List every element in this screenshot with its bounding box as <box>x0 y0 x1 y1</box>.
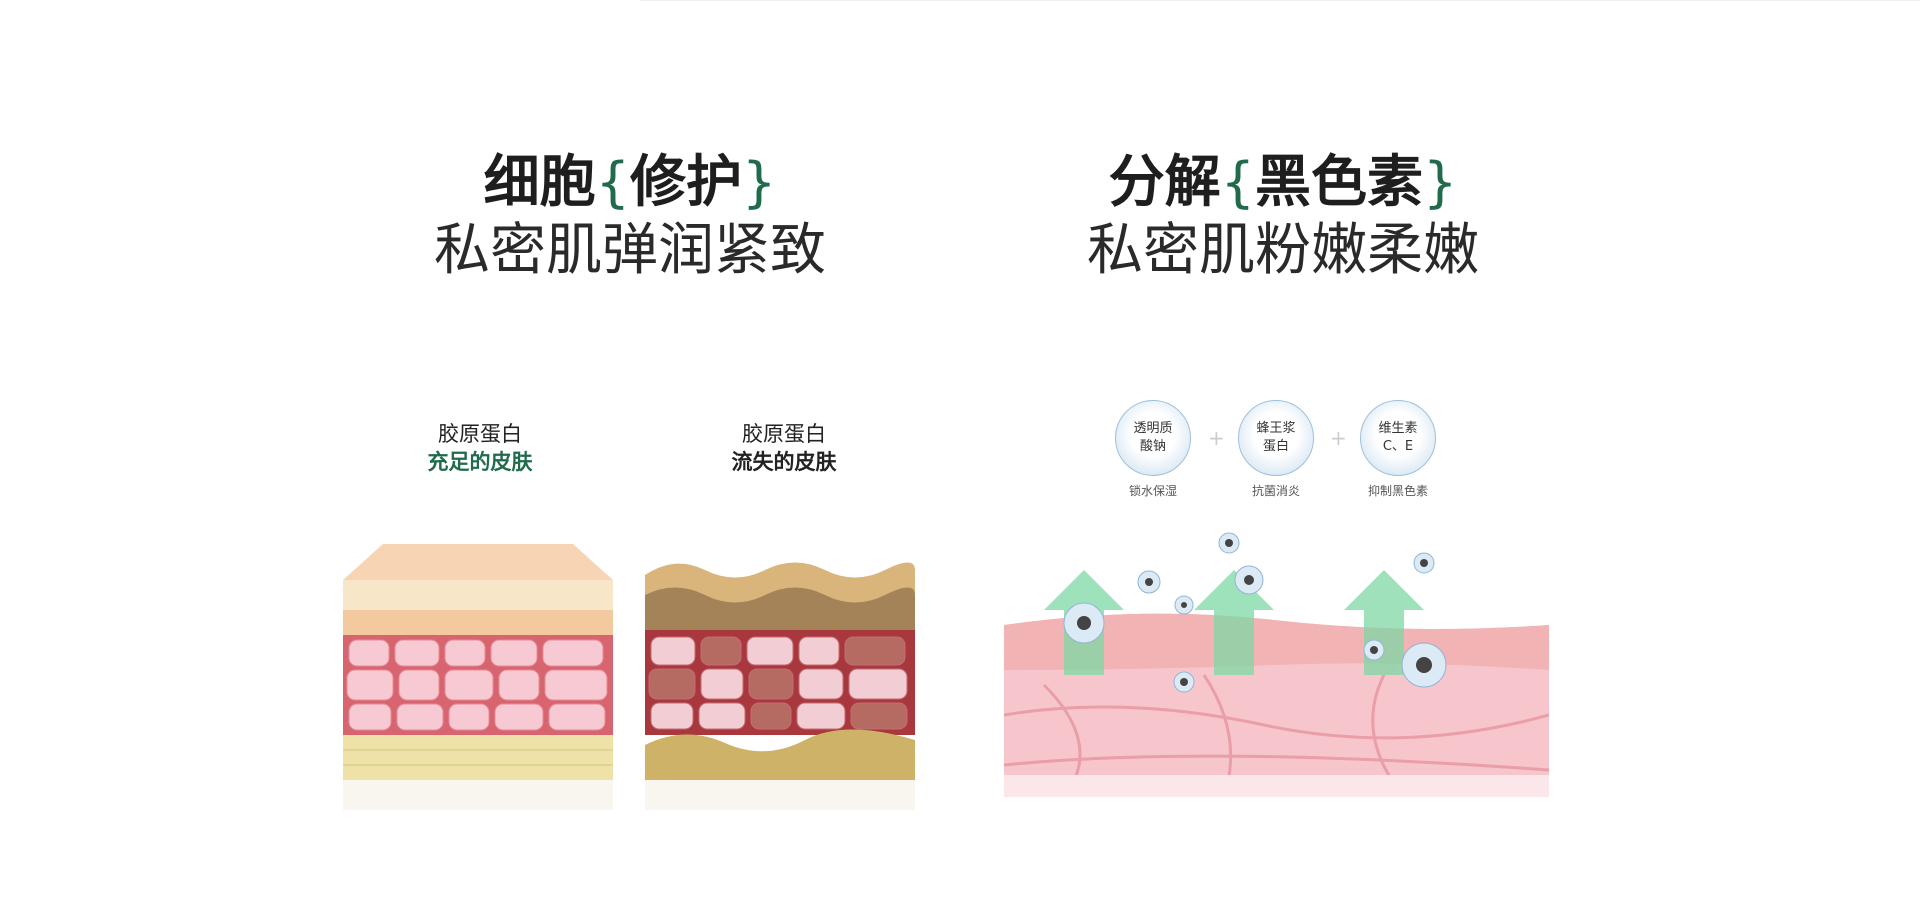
ingredient-bubble: 维生素 C、E <box>1360 400 1436 476</box>
left-title: 细胞{修护} <box>483 150 777 215</box>
label-healthy-skin: 胶原蛋白 充足的皮肤 <box>380 420 580 476</box>
label-line: 流失的皮肤 <box>731 450 837 474</box>
ingredient-name: 酸钠 <box>1139 439 1166 454</box>
healthy-skin-illustration <box>343 544 613 810</box>
ingredient-caption: 抑制黑色素 <box>1367 484 1428 498</box>
ingredient-caption: 锁水保湿 <box>1128 484 1177 498</box>
label-line: 胶原蛋白 <box>438 422 522 446</box>
left-subtitle: 私密肌弹润紧致 <box>434 218 826 283</box>
aging-skin-illustration <box>645 562 915 810</box>
plus-icon: + <box>1208 426 1225 450</box>
label-line: 充足的皮肤 <box>427 450 533 474</box>
label-line: 胶原蛋白 <box>742 422 826 446</box>
ingredient-name: 蛋白 <box>1262 439 1289 454</box>
right-heading: 分解{黑色素} 私密肌粉嫩柔嫩 <box>983 150 1583 286</box>
left-heading: 细胞{修护} 私密肌弹润紧致 <box>330 150 930 286</box>
ingredient-caption: 抗菌消炎 <box>1251 484 1300 498</box>
ingredient-bubble: 透明质酸钠 <box>1115 400 1191 476</box>
right-title: 分解{黑色素} <box>1108 150 1458 215</box>
ingredient-bubble: 蜂王浆蛋白 <box>1238 400 1314 476</box>
label-aging-skin: 胶原蛋白 流失的皮肤 <box>684 420 884 476</box>
ingredient-name: C、E <box>1382 439 1414 454</box>
top-divider <box>640 0 1920 1</box>
ingredient-name: 蜂王浆 <box>1256 421 1296 436</box>
ingredient-name: 透明质 <box>1133 421 1173 436</box>
melanin-breakdown-illustration <box>1004 532 1549 797</box>
ingredient-name: 维生素 <box>1378 421 1418 436</box>
plus-icon: + <box>1330 426 1347 450</box>
right-subtitle: 私密肌粉嫩柔嫩 <box>1087 218 1479 283</box>
